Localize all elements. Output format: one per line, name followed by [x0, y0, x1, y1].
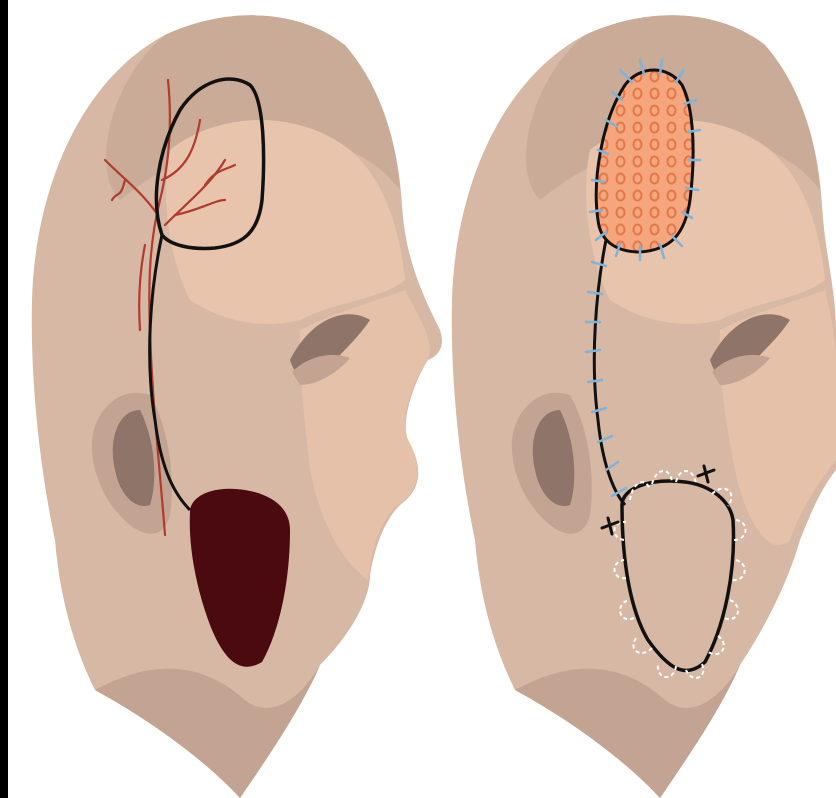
figure-canvas [0, 0, 836, 798]
forehead-flap-diagram [0, 0, 836, 798]
